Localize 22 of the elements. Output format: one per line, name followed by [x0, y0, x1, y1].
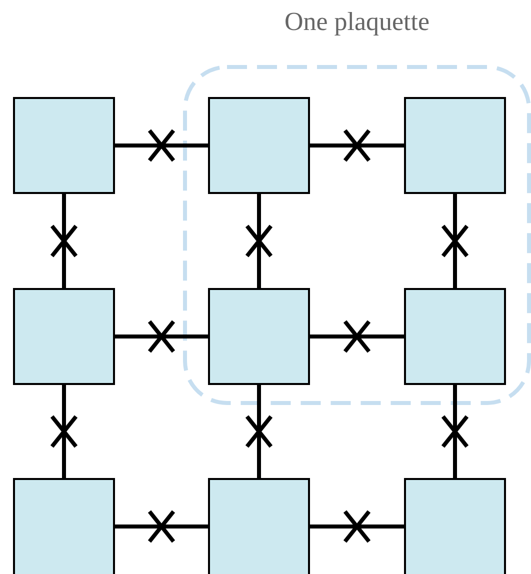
square-node: [13, 288, 115, 385]
junction-link: [308, 128, 406, 162]
region-title: One plaquette: [284, 7, 430, 37]
junction-link: [113, 510, 210, 544]
square-node: [13, 97, 115, 194]
square-node: [208, 97, 310, 194]
junction-link: [50, 192, 78, 290]
junction-link: [441, 192, 469, 290]
square-node: [208, 288, 310, 385]
square-node: [404, 288, 506, 385]
square-node: [208, 478, 310, 574]
junction-link: [441, 383, 469, 480]
square-node: [404, 97, 506, 194]
junction-link: [113, 128, 210, 162]
junction-link: [245, 383, 273, 480]
junction-link: [308, 510, 406, 544]
square-node: [13, 478, 115, 574]
junction-link: [113, 320, 210, 354]
junction-link: [308, 320, 406, 354]
junction-link: [50, 383, 78, 480]
junction-link: [245, 192, 273, 290]
square-node: [404, 478, 506, 574]
